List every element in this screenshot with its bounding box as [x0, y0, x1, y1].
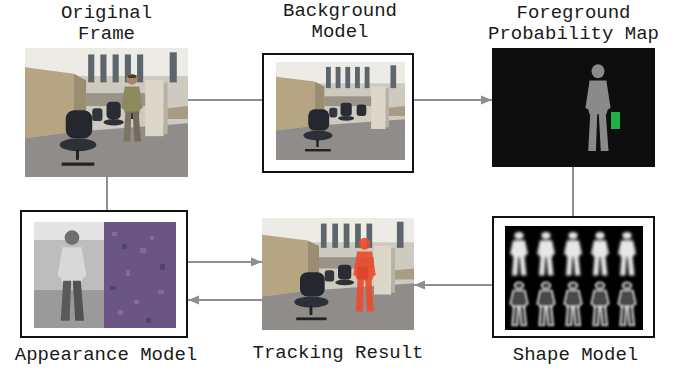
appearance-model-image-part-part [112, 232, 117, 236]
shape-model-image-part [492, 216, 655, 338]
shape-model-image-part-part [537, 232, 555, 275]
image-panel: Foreground Probability Map [492, 48, 655, 167]
connector [414, 284, 492, 286]
shape-model-image-part [510, 232, 636, 275]
appearance-model-image-part-part [126, 270, 130, 276]
panel-title: Tracking Result [238, 343, 438, 364]
framed-panel: Shape Model [492, 216, 655, 338]
appearance-model-image-part [112, 232, 164, 315]
shape-model-image-part-part [618, 282, 636, 325]
connector [188, 261, 262, 263]
tracking-result-image [262, 218, 414, 330]
original-frame-image-part-part [124, 112, 132, 142]
shape-model-image-part-part [564, 232, 582, 275]
background-model-image-part [262, 53, 414, 173]
shape-model-image-part-part [591, 232, 609, 275]
image-panel: Tracking Result [262, 218, 414, 330]
appearance-model-image-part-part [118, 310, 123, 315]
original-frame-image-part-part [133, 112, 141, 142]
appearance-model-image-part-part [58, 247, 87, 282]
panel-title: Background Model [270, 1, 410, 43]
panel-title: Shape Model [476, 345, 676, 366]
appearance-model-image-part-part [65, 230, 80, 245]
foreground-map-image-part [492, 48, 655, 167]
connector [188, 99, 262, 101]
foreground-map-image-part [611, 112, 620, 129]
shape-model-image-part [510, 282, 636, 325]
shape-model-image-part-part [537, 282, 555, 325]
background-model-image-part [276, 62, 405, 160]
framed-panel: Background Model [262, 53, 414, 173]
shape-model-image-part-part [564, 282, 582, 325]
appearance-model-image-part [104, 222, 176, 328]
panel-title: Appearance Model [6, 345, 206, 366]
tracking-result-image-part [262, 218, 414, 330]
appearance-model-image-part-part [73, 281, 84, 321]
appearance-model-image-part [110, 244, 165, 323]
image-panel: Original Frame [25, 48, 188, 177]
original-frame-image-part-part [126, 74, 137, 85]
appearance-model-image-part-part [146, 318, 151, 323]
foreground-map-image [492, 48, 655, 167]
shape-model-image [492, 216, 655, 338]
appearance-model-image-part-part [122, 244, 127, 249]
original-frame-image [25, 48, 188, 177]
original-frame-image-part-part [121, 86, 143, 112]
original-frame-image-part [121, 74, 143, 142]
panel-title: Foreground Probability Map [484, 3, 664, 45]
original-frame-image-part-part [127, 74, 137, 78]
appearance-model-image-part-part [110, 286, 116, 290]
connector [572, 167, 574, 216]
appearance-model-image-part-part [160, 264, 165, 270]
connector [106, 177, 108, 210]
shape-model-image-part-part [591, 282, 609, 325]
appearance-model-image-part-part [140, 248, 146, 253]
connector [188, 299, 262, 301]
appearance-model-image [20, 210, 188, 338]
appearance-model-image-part-part [61, 281, 71, 321]
appearance-model-image-part-part [158, 290, 164, 294]
framed-panel: Appearance Model [20, 210, 188, 338]
panel-title: Original Frame [37, 3, 177, 45]
appearance-model-image-part [58, 230, 87, 321]
shape-model-image-part [505, 226, 643, 330]
foreground-map-image-part [585, 64, 610, 151]
original-frame-image-part [25, 48, 188, 177]
appearance-model-image-part [20, 210, 188, 338]
appearance-model-image-part-part [134, 300, 139, 304]
appearance-model-image-part [34, 222, 104, 328]
appearance-model-image-part-part [150, 236, 154, 240]
tracking-result-image-part [353, 238, 376, 312]
shape-model-image-part-part [510, 232, 528, 275]
background-model-image [262, 53, 414, 173]
shape-model-image-part-part [510, 282, 528, 325]
connector [414, 99, 492, 101]
shape-model-image-part-part [618, 232, 636, 275]
